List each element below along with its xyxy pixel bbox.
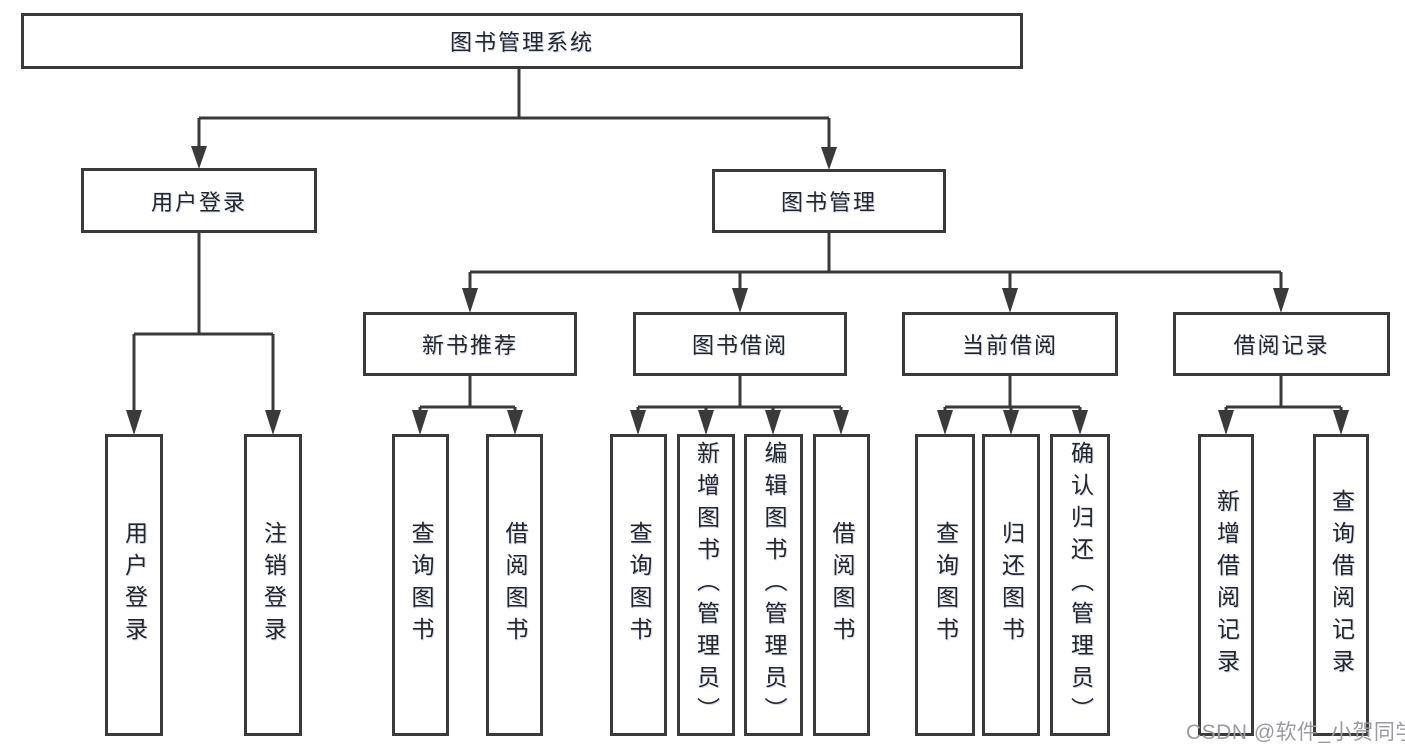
leaf-current-confirm-return-admin: 确认归还（管理员） bbox=[1050, 434, 1110, 736]
leaf-records-query-record: 查询借阅记录 bbox=[1313, 434, 1369, 736]
arrowhead bbox=[1002, 288, 1018, 313]
edges-new-book-children bbox=[412, 376, 523, 435]
arrowhead bbox=[833, 410, 849, 435]
leaf-borrow-add-book-admin-label: 新增图书（管理员） bbox=[693, 441, 720, 729]
leaf-newbook-query-books-label: 查询图书 bbox=[408, 521, 434, 649]
leaf-records-add-record: 新增借阅记录 bbox=[1198, 434, 1254, 736]
arrowhead bbox=[412, 410, 428, 435]
arrowhead bbox=[507, 410, 523, 435]
node-user-login: 用户登录 bbox=[81, 168, 317, 233]
node-current-borrow: 当前借阅 bbox=[902, 312, 1118, 376]
watermark: CSDN @软件_小贺同学 bbox=[1186, 721, 1405, 744]
arrowhead bbox=[732, 288, 748, 313]
leaf-current-query-books-label: 查询图书 bbox=[932, 521, 959, 649]
leaf-borrow-query-books: 查询图书 bbox=[610, 434, 667, 736]
node-new-book-recommend-label: 新书推荐 bbox=[421, 333, 518, 358]
node-book-management: 图书管理 bbox=[712, 169, 946, 233]
arrowhead bbox=[698, 410, 714, 435]
leaf-borrow-query-books-label: 查询图书 bbox=[626, 521, 652, 649]
leaf-current-return-books: 归还图书 bbox=[982, 434, 1040, 736]
leaf-records-add-record-label: 新增借阅记录 bbox=[1213, 489, 1240, 681]
leaf-records-query-record-label: 查询借阅记录 bbox=[1328, 489, 1355, 681]
node-user-login-label: 用户登录 bbox=[150, 189, 247, 215]
arrowhead bbox=[937, 410, 953, 435]
arrowhead bbox=[1072, 410, 1088, 435]
leaf-borrow-edit-book-admin: 编辑图书（管理员） bbox=[744, 434, 803, 736]
arrowhead bbox=[630, 410, 646, 435]
leaf-user-login-label: 用户登录 bbox=[121, 521, 148, 649]
arrowhead bbox=[191, 146, 207, 169]
node-borrow-records-label: 借阅记录 bbox=[1233, 333, 1330, 358]
leaf-borrow-borrow-books-label: 借阅图书 bbox=[829, 521, 855, 649]
edges-book-management-children bbox=[462, 233, 1289, 313]
node-book-borrow: 图书借阅 bbox=[633, 312, 847, 376]
leaf-current-confirm-return-admin-label: 确认归还（管理员） bbox=[1067, 441, 1094, 729]
arrowhead bbox=[1273, 288, 1289, 313]
edges-current-borrow-children bbox=[937, 376, 1088, 435]
edges-borrow-records-children bbox=[1218, 376, 1349, 435]
leaf-logout-label: 注销登录 bbox=[260, 521, 287, 649]
node-current-borrow-label: 当前借阅 bbox=[961, 333, 1058, 358]
leaf-newbook-borrow-books-label: 借阅图书 bbox=[502, 521, 528, 649]
arrowhead bbox=[765, 410, 781, 435]
node-book-management-label: 图书管理 bbox=[780, 190, 877, 215]
arrowhead bbox=[1333, 410, 1349, 435]
arrowhead bbox=[1218, 410, 1234, 435]
node-new-book-recommend: 新书推荐 bbox=[363, 312, 577, 376]
node-root-system: 图书管理系统 bbox=[21, 13, 1023, 69]
arrowhead bbox=[1003, 410, 1019, 435]
leaf-borrow-edit-book-admin-label: 编辑图书（管理员） bbox=[761, 441, 787, 729]
arrowhead bbox=[126, 410, 142, 435]
leaf-newbook-query-books: 查询图书 bbox=[392, 434, 449, 736]
node-root-label: 图书管理系统 bbox=[449, 30, 594, 55]
edges-root-to-level2 bbox=[191, 69, 837, 170]
leaf-borrow-add-book-admin: 新增图书（管理员） bbox=[677, 434, 735, 736]
arrowhead bbox=[821, 147, 837, 170]
node-book-borrow-label: 图书借阅 bbox=[691, 333, 788, 358]
arrowhead bbox=[462, 288, 478, 313]
node-borrow-records: 借阅记录 bbox=[1173, 312, 1390, 376]
arrowhead bbox=[265, 410, 281, 435]
leaf-user-login: 用户登录 bbox=[105, 434, 163, 736]
leaf-current-query-books: 查询图书 bbox=[915, 434, 975, 736]
leaf-current-return-books-label: 归还图书 bbox=[998, 521, 1025, 649]
leaf-newbook-borrow-books: 借阅图书 bbox=[486, 434, 543, 736]
edges-book-borrow-children bbox=[630, 376, 849, 435]
leaf-borrow-borrow-books: 借阅图书 bbox=[813, 434, 870, 736]
edges-user-login-children bbox=[126, 233, 281, 435]
leaf-logout: 注销登录 bbox=[244, 434, 302, 736]
